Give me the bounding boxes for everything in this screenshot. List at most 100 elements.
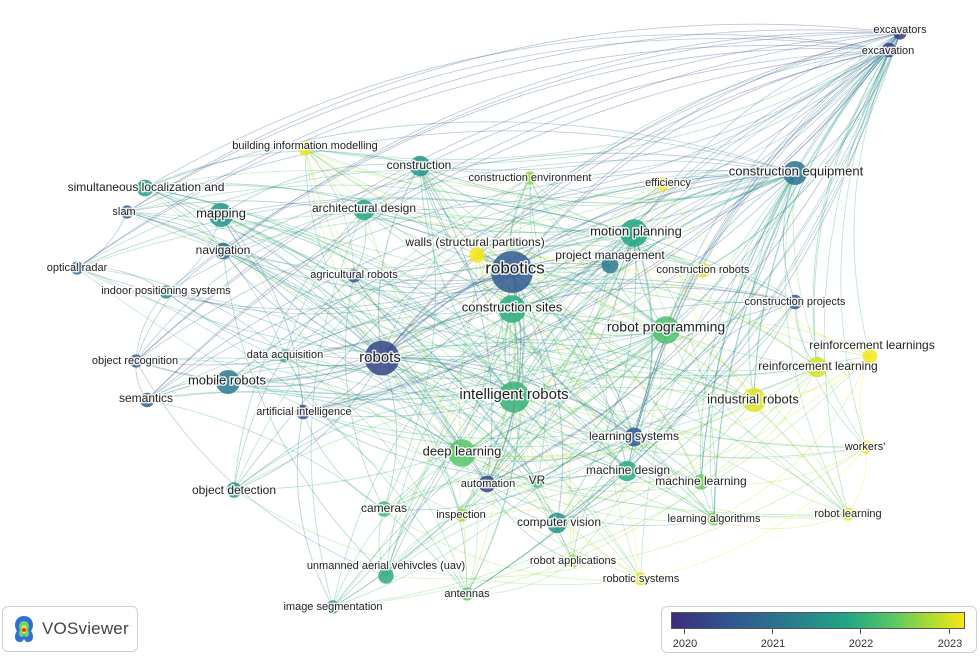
node-label-image-segmentation[interactable]: image segmentation — [282, 599, 384, 614]
node-label-excavators[interactable]: excavators — [872, 22, 929, 37]
node-label-cameras[interactable]: cameras — [359, 500, 408, 517]
node-label-robot-programming[interactable]: robot programming — [605, 317, 726, 336]
node-workers[interactable] — [859, 440, 873, 454]
node-label-walls-structural-partitions[interactable]: walls (structural partitions) — [403, 234, 546, 251]
node-label-optical-radar[interactable]: optical radar — [45, 260, 109, 275]
node-label-robotics[interactable]: robotics — [484, 257, 547, 279]
node-label-robot-applications[interactable]: robot applications — [528, 553, 618, 568]
node-antennas[interactable] — [460, 587, 474, 601]
node-label-intelligent-robots[interactable]: intelligent robots — [458, 384, 570, 404]
node-label-motion-planning[interactable]: motion planning — [589, 222, 684, 240]
node-artificial-intelligence[interactable] — [295, 404, 311, 420]
node-label-navigation[interactable]: navigation — [194, 242, 252, 259]
node-label-construction[interactable]: construction — [385, 157, 453, 174]
node-label-robots[interactable]: robots — [358, 347, 403, 367]
node-label-vr[interactable]: VR — [527, 472, 547, 489]
node-label-semantics[interactable]: semantics — [117, 390, 174, 407]
node-optical-radar[interactable] — [70, 261, 84, 275]
node-label-agricultural-robots[interactable]: agricultural robots — [309, 267, 400, 282]
node-label-machine-design[interactable]: machine design — [584, 462, 671, 479]
node-label-computer-vision[interactable]: computer vision — [515, 514, 602, 531]
node-robotic-systems[interactable] — [634, 572, 648, 586]
node-label-automation[interactable]: automation — [459, 476, 516, 491]
node-robot-applications[interactable] — [566, 554, 580, 568]
node-inspection[interactable] — [455, 508, 469, 522]
node-project-management[interactable] — [601, 256, 619, 274]
node-mobile-robots[interactable] — [216, 370, 240, 394]
node-reinforcement-learning[interactable] — [806, 356, 828, 378]
node-label-inspection[interactable]: inspection — [435, 507, 488, 522]
node-label-machine-learning[interactable]: machine learning — [654, 473, 748, 490]
node-efficiency[interactable] — [656, 177, 670, 191]
node-navigation[interactable] — [214, 242, 232, 260]
node-construction-equipment[interactable] — [783, 161, 807, 185]
node-label-construction-projects[interactable]: construction projects — [743, 294, 847, 309]
node-label-construction-environment[interactable]: construction environment — [467, 170, 593, 185]
node-label-antennas[interactable]: antennas — [443, 586, 492, 601]
node-image-segmentation[interactable] — [326, 600, 340, 614]
node-construction-robots[interactable] — [695, 262, 711, 278]
node-excavators[interactable] — [893, 26, 907, 40]
node-industrial-robots[interactable] — [742, 388, 766, 412]
node-label-mapping[interactable]: mapping — [195, 204, 248, 222]
node-unmanned-aerial-vehivcles-uav[interactable] — [378, 568, 394, 584]
node-label-efficiency[interactable]: efficiency — [644, 175, 693, 190]
node-label-deep-learning[interactable]: deep learning — [421, 442, 503, 460]
node-label-mobile-robots[interactable]: mobile robots — [186, 371, 268, 389]
node-deep-learning[interactable] — [448, 439, 476, 467]
node-label-building-information-modelling[interactable]: building information modelling — [231, 138, 380, 153]
node-robot-learning[interactable] — [841, 507, 855, 521]
node-vr[interactable] — [530, 474, 544, 488]
node-semantics[interactable] — [139, 392, 155, 408]
node-label-simultaneous-localization-and[interactable]: simultaneous localization and — [66, 179, 226, 196]
node-building-information-modelling[interactable] — [297, 140, 313, 156]
node-mapping[interactable] — [209, 203, 233, 227]
node-label-excavation[interactable]: excavation — [860, 43, 916, 58]
node-learning-systems[interactable] — [624, 427, 644, 447]
node-label-project-management[interactable]: project management — [554, 247, 667, 264]
node-machine-learning[interactable] — [693, 474, 709, 490]
node-label-object-detection[interactable]: object detection — [190, 482, 277, 499]
node-label-object-recognition[interactable]: object recognition — [90, 353, 179, 368]
node-cameras[interactable] — [376, 501, 392, 517]
node-label-learning-algorithms[interactable]: learning algorithms — [666, 511, 762, 526]
node-object-detection[interactable] — [226, 482, 242, 498]
node-machine-design[interactable] — [616, 460, 638, 482]
node-agricultural-robots[interactable] — [347, 269, 361, 283]
node-object-recognition[interactable] — [129, 354, 143, 368]
node-learning-algorithms[interactable] — [707, 512, 721, 526]
node-label-architectural-design[interactable]: architectural design — [310, 200, 417, 217]
node-architectural-design[interactable] — [353, 199, 375, 221]
node-computer-vision[interactable] — [546, 512, 568, 534]
node-indoor-positioning-systems[interactable] — [159, 285, 173, 299]
node-label-industrial-robots[interactable]: industrial robots — [706, 390, 801, 408]
node-construction-projects[interactable] — [787, 294, 803, 310]
node-automation[interactable] — [478, 475, 496, 493]
node-label-robot-learning[interactable]: robot learning — [813, 506, 883, 521]
node-label-learning-systems[interactable]: learning systems — [587, 428, 680, 445]
node-label-artificial-intelligence[interactable]: artificial intelligence — [255, 404, 353, 419]
node-label-reinforcement-learnings[interactable]: reinforcement learnings — [808, 337, 936, 354]
node-robotics[interactable] — [491, 251, 533, 293]
node-construction[interactable] — [409, 155, 431, 177]
node-label-reinforcement-learning[interactable]: reinforcement learning — [757, 358, 879, 375]
node-label-workers[interactable]: workers' — [842, 439, 887, 454]
node-data-acquisition[interactable] — [278, 349, 292, 363]
node-reinforcement-learnings[interactable] — [862, 348, 878, 364]
node-label-construction-robots[interactable]: construction robots — [655, 262, 751, 277]
node-label-construction-sites[interactable]: construction sites — [460, 298, 564, 316]
node-label-robotic-systems[interactable]: robotic systems — [601, 571, 681, 586]
node-label-indoor-positioning-systems[interactable]: indoor positioning systems — [100, 283, 233, 298]
node-label-data-acquisition[interactable]: data acquisition — [245, 347, 324, 362]
node-construction-sites[interactable] — [498, 295, 526, 323]
node-slam[interactable] — [120, 205, 134, 219]
node-intelligent-robots[interactable] — [498, 381, 530, 413]
node-construction-environment[interactable] — [523, 171, 537, 185]
node-walls-structural-partitions[interactable] — [469, 247, 485, 263]
node-label-construction-equipment[interactable]: construction equipment — [727, 162, 865, 180]
node-robots[interactable] — [364, 340, 400, 376]
node-motion-planning[interactable] — [620, 219, 648, 247]
node-excavation[interactable] — [881, 42, 897, 58]
node-simultaneous-localization-and[interactable] — [136, 179, 154, 197]
